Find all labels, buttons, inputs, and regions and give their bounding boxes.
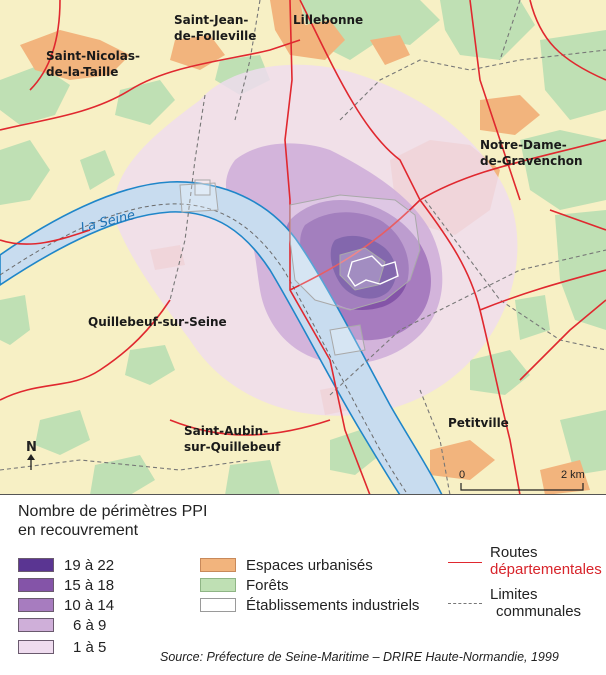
legend-swatch: [200, 598, 236, 612]
svg-text:0: 0: [459, 469, 465, 481]
legend-swatch: [18, 598, 54, 612]
source-note: Source: Préfecture de Seine-Maritime – D…: [160, 650, 559, 664]
legend-boundary-line: [448, 603, 482, 604]
legend-boundaries: Limites communales: [490, 586, 582, 620]
legend-road-line: [448, 562, 482, 563]
place-quillebeuf: Quillebeuf-sur-Seine: [88, 315, 227, 329]
legend-industrial: Établissements industriels: [200, 596, 419, 614]
scale-bar: 0 2 km: [459, 469, 585, 491]
legend-swatch: [18, 578, 54, 592]
place-notre-dame: Notre-Dame- de-Gravenchon: [480, 138, 583, 168]
legend-title: Nombre de périmètres PPI en recouvrement: [18, 502, 207, 540]
commune-boundaries: [0, 0, 606, 495]
legend-swatch: [200, 558, 236, 572]
legend-class-15-18: 15 à 18: [18, 576, 114, 594]
legend-swatch: [18, 558, 54, 572]
departmental-roads: [0, 0, 606, 495]
svg-text:N: N: [26, 440, 37, 455]
forest-areas: [0, 0, 606, 495]
legend-swatch: [18, 640, 54, 654]
legend-swatch: [18, 618, 54, 632]
place-saint-aubin: Saint-Aubin- sur-Quillebeuf: [184, 424, 281, 454]
legend-title-line-1: Nombre de périmètres PPI: [18, 503, 208, 520]
legend-forest: Forêts: [200, 576, 289, 594]
legend-title-line-2: en recouvrement: [18, 522, 139, 539]
legend-urban: Espaces urbanisés: [200, 556, 373, 574]
ppi-zones: [113, 64, 518, 416]
legend-roads: Routes départementales: [490, 544, 602, 578]
legend: Nombre de périmètres PPI en recouvrement…: [0, 496, 606, 675]
map: La Seine: [0, 0, 606, 495]
place-petitville: Petitville: [448, 416, 509, 430]
place-saint-jean: Saint-Jean- de-Folleville: [174, 13, 256, 43]
legend-swatch: [200, 578, 236, 592]
ppi-zone-19-22: [330, 235, 396, 299]
legend-class-10-14: 10 à 14: [18, 596, 114, 614]
place-lillebonne: Lillebonne: [293, 13, 363, 27]
place-saint-nicolas: Saint-Nicolas- de-la-Taille: [46, 49, 144, 79]
industrial-site-core: [347, 255, 399, 287]
legend-class-6-9: 6 à 9: [18, 616, 106, 634]
north-arrow: N: [26, 440, 37, 470]
legend-class-19-22: 19 à 22: [18, 556, 114, 574]
svg-text:2 km: 2 km: [561, 469, 585, 481]
legend-class-1-5: 1 à 5: [18, 638, 106, 656]
